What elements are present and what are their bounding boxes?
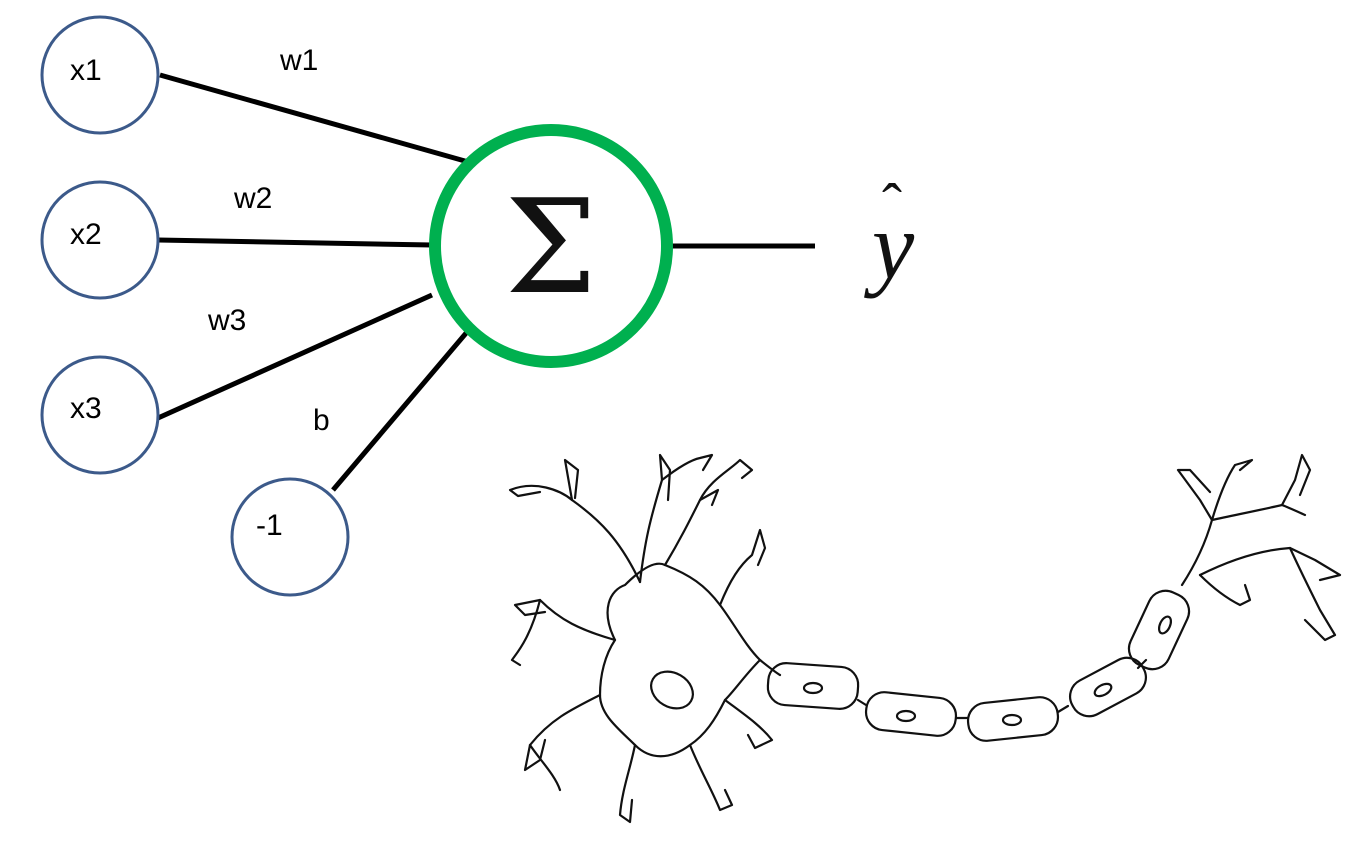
sum-node: Σ [429,124,673,368]
input-node-x2: x2 [40,180,160,300]
output-yhat: y ˆ [864,172,915,299]
output-symbol: y [864,193,915,299]
input-node-x3: x3 [40,355,160,475]
input-node-bias: -1 [230,477,350,597]
input-label-x2: x2 [70,218,102,251]
input-label-x3: x3 [70,392,102,425]
biological-neuron-icon [508,453,1342,824]
weight-label-w2: w2 [233,182,272,215]
sum-symbol: Σ [505,171,597,323]
weight-label-w1: w1 [279,44,318,77]
edge-x3 [156,292,434,421]
edges [156,72,815,492]
input-label-bias: -1 [256,509,283,542]
edge-x2 [157,237,433,248]
edge-bias [331,330,469,492]
input-label-x1: x1 [70,54,102,87]
weight-label-b: b [313,404,330,437]
weight-label-w3: w3 [207,304,246,337]
output-hat: ˆ [882,172,902,238]
input-node-x1: x1 [40,15,160,135]
edge-x1 [159,72,473,166]
